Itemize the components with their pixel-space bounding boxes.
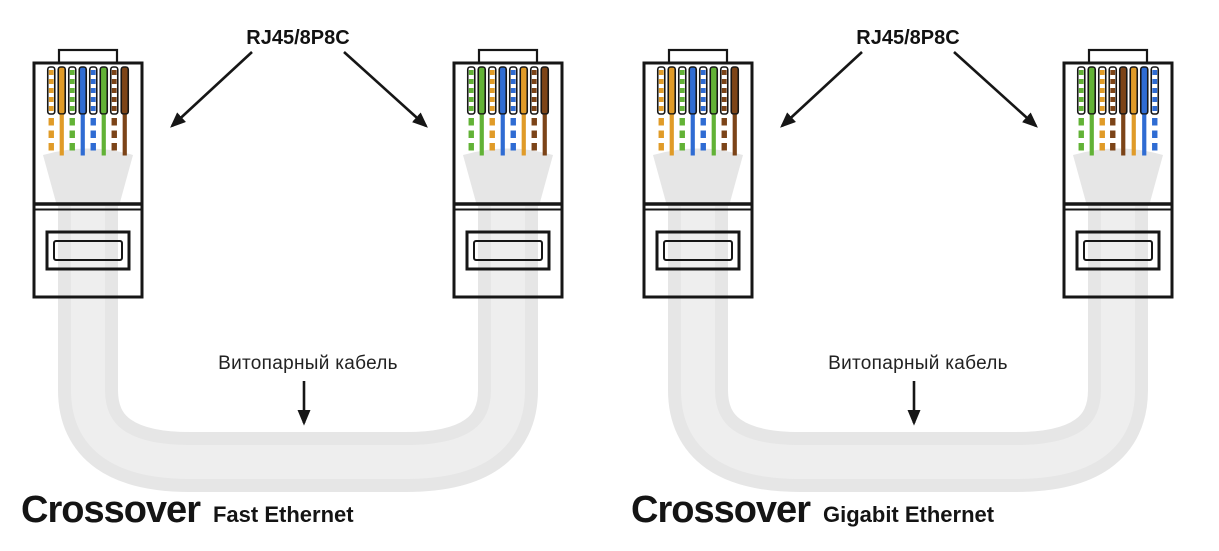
latch-inner — [1083, 240, 1153, 261]
arrow-to-right-connector — [343, 51, 428, 128]
pinout-right — [466, 66, 550, 156]
pin-wire-green — [477, 66, 487, 156]
rj45-body-outline — [452, 61, 564, 299]
arrow-to-right-connector — [953, 51, 1038, 128]
utp-cable — [668, 198, 1148, 492]
cable-sheath-taper — [653, 148, 743, 206]
pin-wire-green — [709, 66, 719, 156]
pin-wire-white-brown — [529, 66, 539, 151]
pin-wire-white-green — [1076, 66, 1086, 151]
pin-wire-green — [1087, 66, 1097, 156]
latch-outer — [1075, 230, 1161, 271]
arrow-to-left-connector — [780, 51, 863, 128]
cable-label: Витопарный кабель — [218, 353, 398, 374]
diagram-gigabit-ethernet: RJ45/8P8C Витопарный кабель Crossover Gig… — [610, 0, 1219, 551]
pin-wire-white-brown — [719, 66, 729, 151]
rj45-body-outline — [1062, 61, 1174, 299]
cable-illustration-fast-ethernet: RJ45/8P8C Витопарный кабель — [32, 27, 564, 492]
rj45-label: RJ45/8P8C — [856, 27, 959, 49]
utp-cable-sheen — [681, 198, 1135, 479]
pin-wire-green — [99, 66, 109, 156]
pin-wire-white-blue — [698, 66, 708, 151]
latch-outer — [655, 230, 741, 271]
pin-wire-blue — [78, 66, 88, 156]
latch-inner — [663, 240, 733, 261]
rj45-body-outline — [642, 61, 754, 299]
diagram-title: Crossover — [21, 489, 201, 531]
pin-wire-white-blue — [508, 66, 518, 151]
diagram-title: Crossover — [631, 489, 811, 531]
diagram-caption: Crossover Fast Ethernet — [21, 489, 354, 532]
pin-wire-white-orange — [656, 66, 666, 151]
pin-wire-brown — [540, 66, 550, 156]
pin-wire-orange — [57, 66, 67, 156]
latch-inner — [53, 240, 123, 261]
pin-wire-blue — [498, 66, 508, 156]
pinout-left — [46, 66, 130, 156]
pin-wire-brown — [1118, 66, 1128, 156]
cable-illustration-gigabit-ethernet: RJ45/8P8C Витопарный кабель — [642, 27, 1174, 492]
pinout-left — [656, 66, 740, 156]
pin-wire-blue — [688, 66, 698, 156]
pin-wire-white-orange — [46, 66, 56, 151]
diagram-fast-ethernet: RJ45/8P8C Витопарный кабель Crossover Fas… — [21, 27, 564, 532]
pin-wire-white-green — [67, 66, 77, 151]
pin-wire-orange — [1129, 66, 1139, 156]
pin-wire-brown — [730, 66, 740, 156]
diagram-subtitle: Fast Ethernet — [212, 502, 354, 527]
pin-wire-white-brown — [109, 66, 119, 151]
pin-wire-orange — [519, 66, 529, 156]
pin-wire-white-green — [466, 66, 476, 151]
pin-wire-orange — [667, 66, 677, 156]
cable-sheath-taper — [43, 148, 133, 206]
pin-wire-white-blue — [88, 66, 98, 151]
utp-cable — [58, 198, 538, 492]
pin-wire-white-orange — [487, 66, 497, 151]
rj45-label: RJ45/8P8C — [246, 27, 349, 49]
latch-inner — [473, 240, 543, 261]
pin-wire-white-orange — [1097, 66, 1107, 151]
diagram-subtitle: Gigabit Ethernet — [822, 502, 995, 527]
pin-wire-blue — [1139, 66, 1149, 156]
cable-sheath-taper — [463, 148, 553, 206]
utp-cable-sheen — [71, 198, 525, 479]
rj45-body-outline — [32, 61, 144, 299]
diagram-caption: Crossover Gigabit Ethernet — [631, 489, 994, 532]
arrow-to-left-connector — [170, 51, 253, 128]
latch-outer — [465, 230, 551, 271]
pin-wire-white-brown — [1108, 66, 1118, 151]
pin-wire-brown — [120, 66, 130, 156]
cable-label: Витопарный кабель — [828, 353, 1008, 374]
cable-sheath-taper — [1073, 148, 1163, 206]
latch-outer — [45, 230, 131, 271]
pinout-right — [1076, 66, 1160, 156]
pin-wire-white-green — [677, 66, 687, 151]
pin-wire-white-blue — [1150, 66, 1160, 151]
